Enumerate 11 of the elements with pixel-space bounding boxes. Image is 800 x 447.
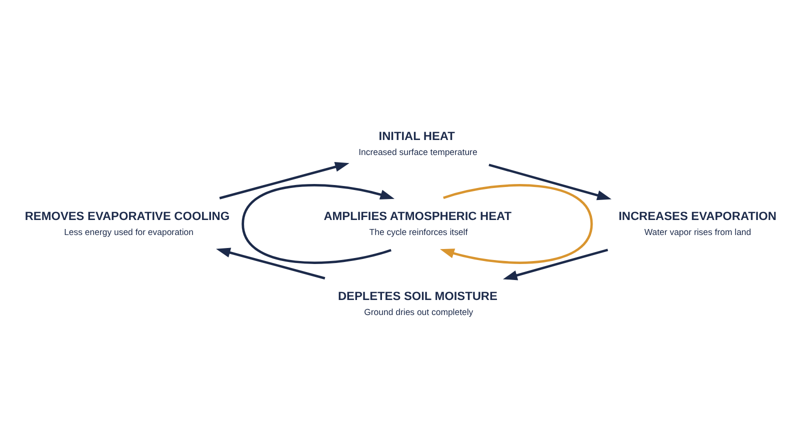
arrow — [219, 161, 350, 199]
arrow — [440, 184, 593, 264]
node-text: DEPLETES SOIL MOISTURE Ground dries out completely — [338, 288, 498, 317]
arrow — [488, 163, 612, 200]
arrow — [242, 184, 395, 264]
node-text: REMOVES EVAPORATIVE COOLING Less energy used for evaporation — [24, 208, 230, 236]
arrow — [502, 248, 608, 280]
node-text: INITIAL HEAT Increased surface temperature — [358, 128, 478, 156]
node-text: INCREASES EVAPORATION Water vapor rises from land — [618, 208, 777, 236]
node-text: AMPLIFIES ATMOSPHERIC HEAT The cycle reinforces itself — [324, 208, 512, 236]
arrow — [216, 247, 326, 279]
